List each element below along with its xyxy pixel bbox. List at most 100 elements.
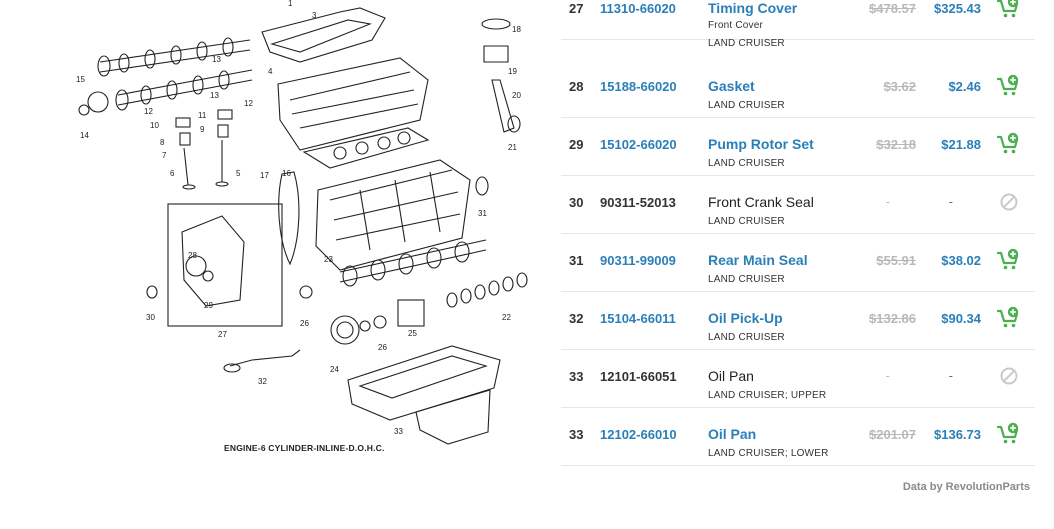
part-name: Oil Pan (708, 368, 754, 384)
part-fitment: LAND CRUISER (708, 158, 785, 169)
credit-brand-link[interactable]: RevolutionParts (945, 481, 1030, 493)
rear-main-seal-drawing (475, 176, 489, 196)
svg-text:26: 26 (300, 319, 309, 328)
piston (483, 45, 509, 63)
ref-number: 29 (569, 137, 584, 152)
svg-text:19: 19 (508, 67, 517, 76)
sale-price: $38.02 (941, 253, 981, 268)
front-crank-seal-drawing (146, 285, 158, 299)
svg-text:12: 12 (244, 99, 253, 108)
part-fitment: LAND CRUISER (708, 38, 785, 49)
part-name[interactable]: Oil Pick-Up (708, 310, 783, 326)
svg-text:23: 23 (324, 255, 333, 264)
cart-plus-icon[interactable] (996, 132, 1021, 156)
part-name[interactable]: Pump Rotor Set (708, 136, 814, 152)
svg-text:3: 3 (312, 11, 317, 20)
part-fitment: LAND CRUISER (708, 274, 785, 285)
part-number[interactable]: 15188-66020 (600, 79, 677, 94)
part-fitment: LAND CRUISER; LOWER (708, 448, 829, 459)
part-number[interactable]: 12102-66010 (600, 427, 677, 442)
svg-text:15: 15 (76, 75, 85, 84)
svg-text:28: 28 (188, 251, 197, 260)
ref-number: 28 (569, 79, 584, 94)
msrp-price: $132.86 (869, 311, 916, 326)
part-number[interactable]: 11310-66020 (600, 1, 676, 16)
part-name[interactable]: Gasket (708, 78, 755, 94)
svg-text:20: 20 (512, 91, 521, 100)
svg-text:30: 30 (146, 313, 155, 322)
sale-price: $136.73 (934, 427, 981, 442)
svg-text:26: 26 (378, 343, 387, 352)
svg-text:14: 14 (80, 131, 89, 140)
msrp-price: $478.57 (869, 1, 916, 16)
piston-rings (481, 18, 511, 30)
svg-text:4: 4 (268, 67, 273, 76)
ref-number: 33 (569, 369, 584, 384)
cart-plus-icon[interactable] (996, 0, 1021, 20)
part-name[interactable]: Timing Cover (708, 0, 798, 16)
svg-text:25: 25 (408, 329, 417, 338)
svg-text:17: 17 (260, 171, 269, 180)
cart-plus-icon[interactable] (996, 306, 1021, 330)
camshaft-lower (115, 69, 253, 111)
valve-train-left (175, 117, 196, 190)
svg-text:22: 22 (502, 313, 511, 322)
engine-block (315, 159, 471, 271)
sale-price: $90.34 (941, 311, 981, 326)
part-name[interactable]: Rear Main Seal (708, 252, 808, 268)
svg-text:5: 5 (236, 169, 241, 178)
svg-text:1: 1 (288, 0, 293, 8)
part-number[interactable]: 15104-66011 (600, 311, 676, 326)
oil-pan-upper (347, 345, 501, 421)
part-name[interactable]: Oil Pan (708, 426, 757, 442)
main-bearings (446, 272, 528, 308)
crank-pulley (330, 315, 360, 345)
part-number[interactable]: 90311-99009 (600, 253, 676, 268)
ref-number: 30 (569, 195, 584, 210)
sale-price: $325.43 (934, 1, 981, 16)
part-fitment: LAND CRUISER (708, 332, 785, 343)
svg-text:27: 27 (218, 330, 227, 339)
msrp-price: - (885, 194, 890, 209)
cam-gear (87, 91, 109, 113)
cart-plus-icon[interactable] (996, 74, 1021, 98)
svg-text:16: 16 (282, 169, 291, 178)
part-number: 90311-52013 (600, 195, 676, 210)
cylinder-head (277, 57, 429, 151)
svg-text:33: 33 (394, 427, 403, 436)
part-number[interactable]: 15102-66020 (600, 137, 677, 152)
data-credit: Data by RevolutionParts (903, 481, 1030, 493)
timing-belt (278, 171, 300, 266)
part-fitment: LAND CRUISER; UPPER (708, 390, 827, 401)
svg-text:6: 6 (170, 169, 175, 178)
timing-cover-group (167, 203, 283, 327)
svg-text:31: 31 (478, 209, 487, 218)
sale-price: - (948, 368, 953, 383)
cart-plus-icon[interactable] (996, 422, 1021, 446)
msrp-price: - (885, 368, 890, 383)
no-entry-icon (999, 192, 1019, 212)
crankshaft (339, 239, 487, 287)
ref-number: 32 (569, 311, 584, 326)
svg-text:13: 13 (212, 55, 221, 64)
ref-number: 33 (569, 427, 584, 442)
svg-text:10: 10 (150, 121, 159, 130)
ref-number: 31 (569, 253, 584, 268)
sale-price: - (948, 194, 953, 209)
sale-price: $21.88 (941, 137, 981, 152)
svg-text:32: 32 (258, 377, 267, 386)
cart-plus-icon[interactable] (996, 248, 1021, 272)
svg-text:29: 29 (204, 301, 213, 310)
oil-pan-lower (415, 389, 491, 445)
valve-train-right (215, 109, 233, 187)
timing-cover (181, 215, 245, 307)
